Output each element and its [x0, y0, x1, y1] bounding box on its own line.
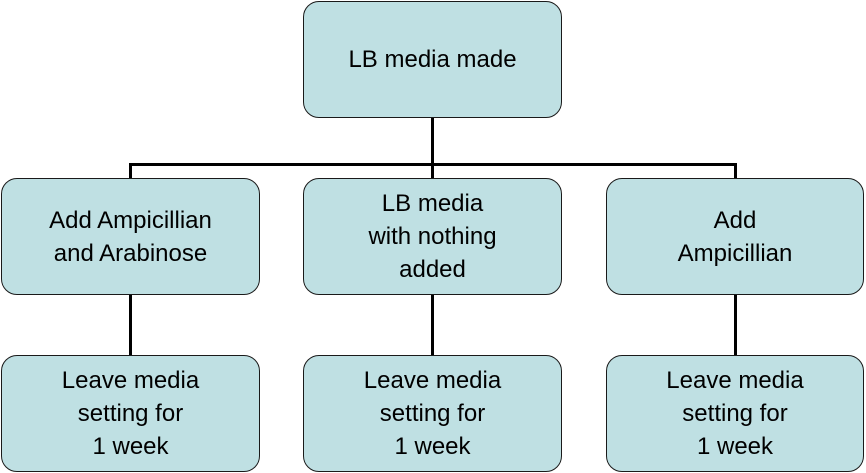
connector-bar-to-branch-3 — [734, 163, 737, 178]
connector-branch-2-to-child — [431, 295, 434, 355]
node-root-label: LB media made — [348, 46, 517, 73]
node-branch-2-label: LB media with nothing added — [368, 190, 497, 283]
node-branch-1-child: Leave media setting for 1 week — [1, 355, 260, 472]
connector-branch-3-to-child — [734, 295, 737, 355]
node-branch-3-child: Leave media setting for 1 week — [606, 355, 864, 472]
node-branch-3: Add Ampicillian — [606, 178, 864, 295]
connector-branch-1-to-child — [129, 295, 132, 355]
node-branch-1-label: Add Ampicillian and Arabinose — [49, 206, 212, 267]
node-branch-2: LB media with nothing added — [303, 178, 562, 295]
node-branch-1-child-label: Leave media setting for 1 week — [61, 367, 200, 460]
node-branch-1: Add Ampicillian and Arabinose — [1, 178, 260, 295]
node-branch-2-child-label: Leave media setting for 1 week — [363, 367, 502, 460]
connector-root-down — [431, 118, 434, 165]
node-branch-3-child-label: Leave media setting for 1 week — [666, 367, 804, 460]
node-branch-2-child: Leave media setting for 1 week — [303, 355, 562, 472]
node-branch-3-label: Add Ampicillian — [677, 206, 793, 267]
connector-bar-to-branch-1 — [129, 163, 132, 178]
connector-bar-to-branch-2 — [431, 163, 434, 178]
node-root: LB media made — [303, 1, 562, 118]
